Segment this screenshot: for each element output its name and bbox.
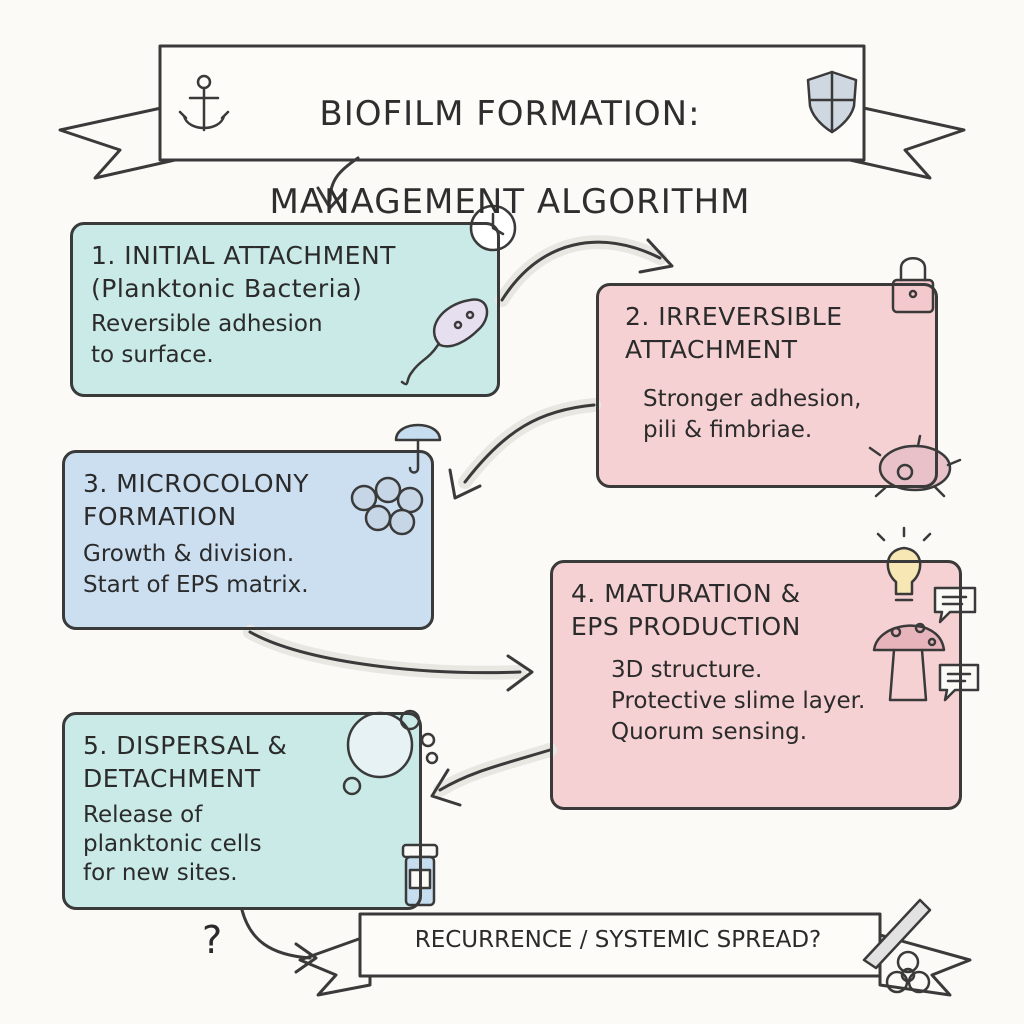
step3-wash: [62, 450, 434, 630]
scalpel-icon: [862, 898, 932, 970]
arrow-title-to-step1: [316, 156, 360, 210]
biohazard-icon: [885, 950, 931, 994]
step-4-body: 3D structure. Protective slime layer. Qu…: [611, 657, 866, 745]
arrow-step2-to-step3: [448, 398, 601, 500]
bacterium-icon: [400, 298, 489, 386]
mushroom-icon: [872, 622, 946, 702]
step-1-body: Reversible adhesion to surface.: [91, 311, 323, 368]
step-3-body: Growth & division. Start of EPS matrix.: [83, 541, 309, 598]
step-3-heading: 3. MICROCOLONY FORMATION: [83, 469, 310, 531]
step-3-box: 3. MICROCOLONY FORMATION Growth & divisi…: [62, 450, 434, 630]
arrow-step1-to-step2: [495, 235, 674, 307]
step-5-body: Release of planktonic cells for new site…: [83, 802, 262, 886]
anchor-icon: [178, 74, 230, 132]
step-5-heading: 5. DISPERSAL & DETACHMENT: [83, 731, 288, 793]
step-1-heading: 1. INITIAL ATTACHMENT (Planktonic Bacter…: [91, 241, 396, 303]
bubble-icon: [342, 709, 439, 796]
step-1-box: 1. INITIAL ATTACHMENT (Planktonic Bacter…: [70, 222, 500, 397]
shield-icon: [806, 70, 858, 134]
step5-wash: [62, 712, 422, 910]
step1-wash: [70, 222, 500, 397]
arrow-step5-to-footer: [240, 908, 318, 974]
question-mark: ?: [202, 918, 223, 962]
lightbulb-icon: [876, 526, 932, 602]
footer-ribbon: [298, 912, 972, 997]
umbrella-icon: [394, 423, 442, 474]
title-ribbon: [58, 44, 966, 180]
arrow-step3-to-step4: [243, 625, 534, 692]
page-title: BIOFILM FORMATION: MANAGEMENT ALGORITHM: [230, 48, 790, 268]
step-2-box: 2. IRREVERSIBLE ATTACHMENT Stronger adhe…: [596, 283, 938, 488]
step-2-heading: 2. IRREVERSIBLE ATTACHMENT: [625, 302, 843, 364]
arrow-step4-to-step5: [430, 743, 557, 807]
step-4-heading: 4. MATURATION & EPS PRODUCTION: [571, 579, 801, 641]
title-line-2: MANAGEMENT ALGORITHM: [269, 182, 751, 222]
footer-banner-text: RECURRENCE / SYSTEMIC SPREAD?: [414, 927, 822, 953]
step4-wash: [550, 560, 962, 810]
step-2-body: Stronger adhesion, pili & fimbriae.: [643, 386, 862, 443]
title-line-1: BIOFILM FORMATION:: [319, 94, 701, 134]
cell-cluster-icon: [350, 476, 424, 536]
step-4-box: 4. MATURATION & EPS PRODUCTION 3D struct…: [550, 560, 962, 810]
step2-wash: [596, 283, 938, 488]
step-5-box: 5. DISPERSAL & DETACHMENT Release of pla…: [62, 712, 422, 910]
padlock-icon: [891, 257, 935, 314]
